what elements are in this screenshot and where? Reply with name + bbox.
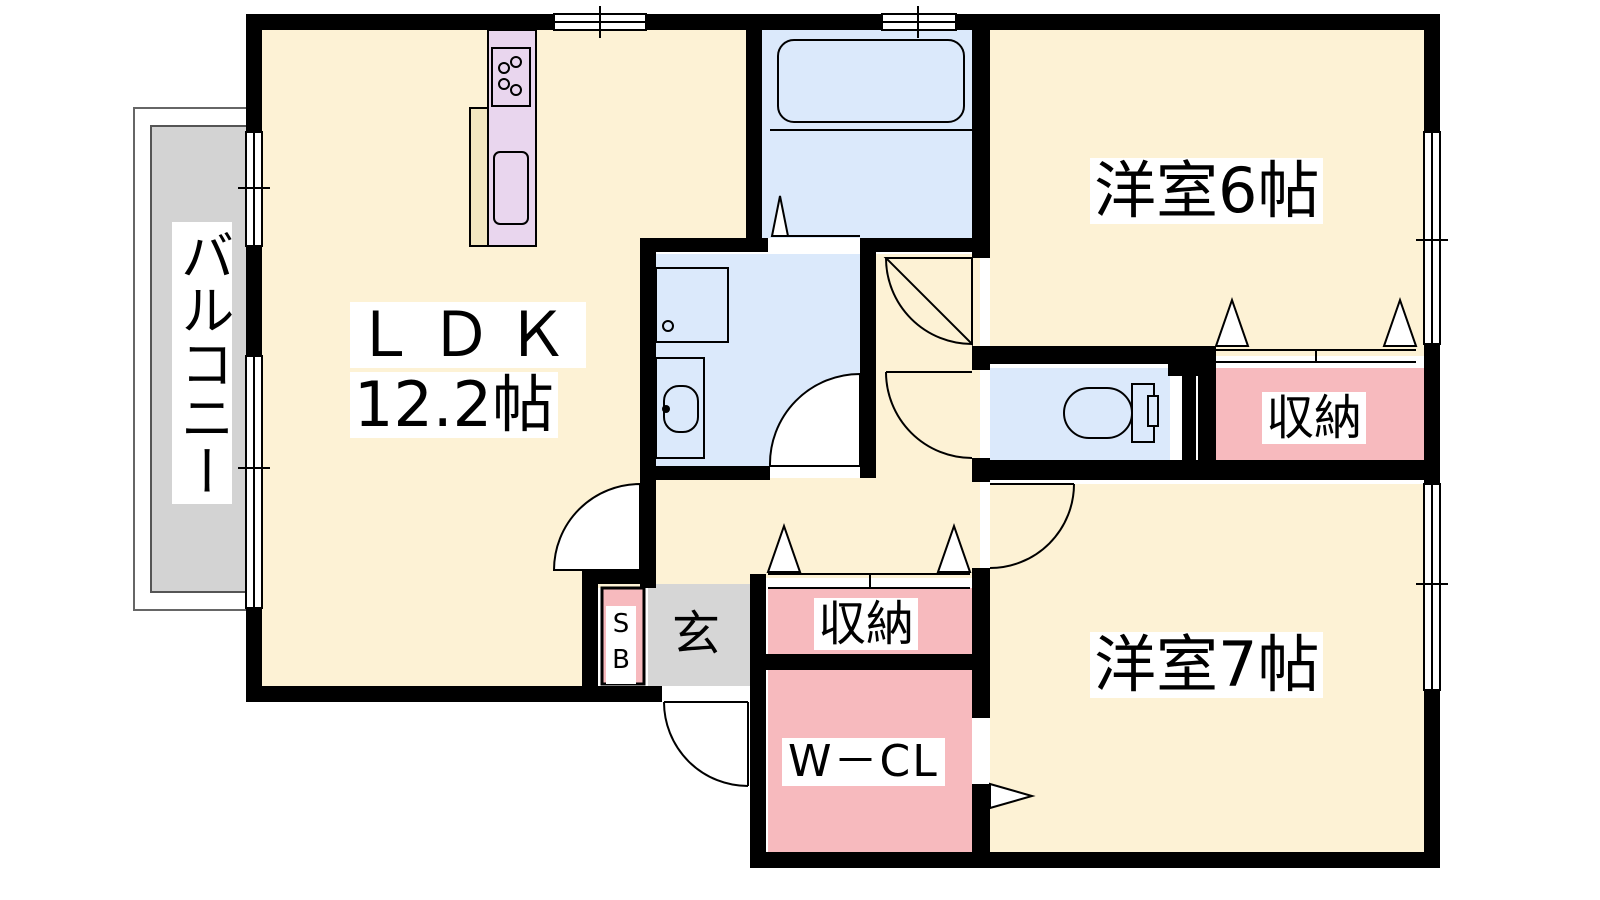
- washbasin-icon: [655, 267, 729, 459]
- ldk-size-label: 12.2帖: [350, 372, 559, 438]
- storage-center-label: 収納: [814, 598, 919, 650]
- doors: [552, 195, 1418, 810]
- stove-icon: [491, 47, 531, 107]
- walls: [246, 14, 1440, 868]
- toilet-icon: [1063, 383, 1159, 443]
- kitchen-counter: [469, 29, 537, 247]
- ldk-name-label: ＬＤＫ: [350, 302, 587, 368]
- bathtub-icon: [770, 39, 972, 131]
- balcony-label: バルコニー: [171, 222, 234, 504]
- wcl-label: W－CL: [782, 738, 945, 786]
- entrance-label: 玄: [672, 606, 721, 662]
- hallway-floor: [648, 254, 980, 588]
- entrance-floor: [648, 584, 758, 686]
- windows: [238, 6, 1448, 691]
- western-7-label: 洋室7帖: [1090, 632, 1324, 698]
- sink-icon: [493, 151, 529, 225]
- shoebox-label: SB: [606, 606, 636, 684]
- western-6-label: 洋室6帖: [1090, 158, 1324, 224]
- storage-top-label: 収納: [1262, 392, 1367, 444]
